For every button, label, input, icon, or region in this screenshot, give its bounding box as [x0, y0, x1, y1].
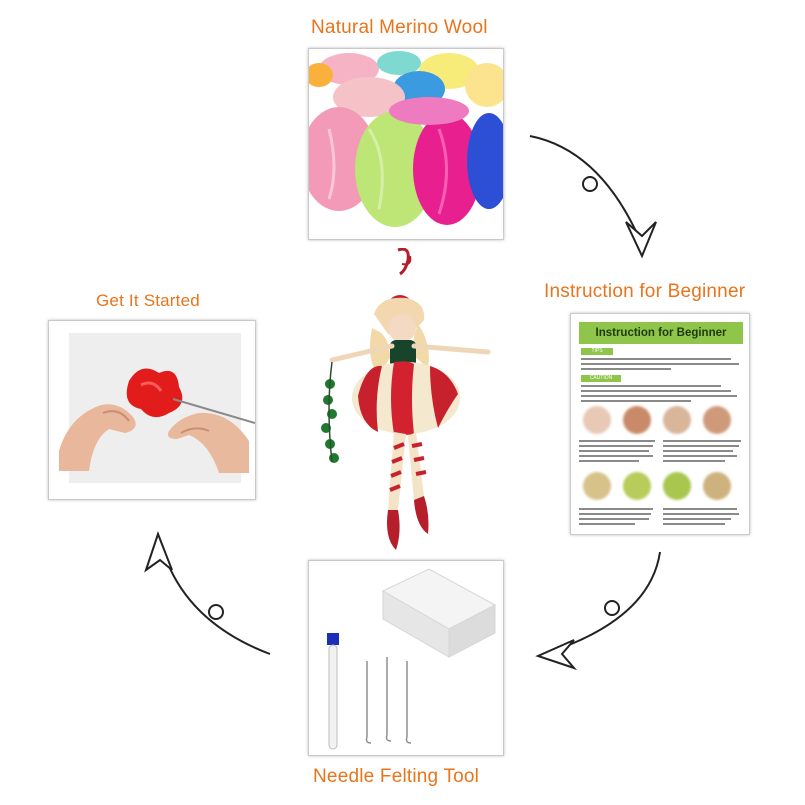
merino-wool-photo: [309, 49, 503, 239]
title-instruction-for-beginner: Instruction for Beginner: [544, 281, 746, 302]
sheet-text-line: [579, 513, 651, 515]
sheet-text-line: [579, 523, 635, 525]
tips-tag: TIPS: [581, 348, 613, 355]
title-natural-merino-wool: Natural Merino Wool: [311, 17, 488, 38]
step-thumbnail: [583, 406, 611, 434]
title-get-it-started: Get It Started: [96, 291, 200, 310]
sheet-text-line: [581, 390, 731, 392]
sheet-header: Instruction for Beginner: [579, 322, 743, 344]
sheet-text-line: [663, 518, 731, 520]
felting-tool-card: [308, 560, 504, 756]
hands-felting-photo: [49, 321, 255, 499]
felt-fairy-doll: [321, 248, 491, 550]
sheet-text-line: [663, 455, 737, 457]
sheet-text-line: [581, 363, 739, 365]
arrow-top-right-icon: [529, 135, 657, 259]
sheet-text-line: [663, 440, 741, 442]
wool-card: [308, 48, 504, 240]
step-thumbnail: [703, 406, 731, 434]
get-started-card: [48, 320, 256, 500]
sheet-text-line: [663, 450, 733, 452]
sheet-text-line: [579, 450, 649, 452]
sheet-text-line: [579, 440, 655, 442]
step-thumbnail: [703, 472, 731, 500]
title-needle-felting-tool: Needle Felting Tool: [313, 766, 480, 787]
sheet-text-line: [581, 400, 691, 402]
sheet-text-line: [581, 368, 671, 370]
sheet-text-line: [579, 455, 653, 457]
arrow-bottom-right-icon: [535, 551, 661, 671]
sheet-text-line: [581, 358, 731, 360]
caution-tag: CAUTION: [581, 375, 621, 382]
sheet-text-line: [663, 523, 725, 525]
step-thumbnail: [583, 472, 611, 500]
felting-tools-photo: [309, 561, 503, 755]
sheet-text-line: [581, 385, 721, 387]
sheet-text-line: [579, 460, 639, 462]
sheet-text-line: [663, 460, 725, 462]
sheet-text-line: [581, 395, 737, 397]
sheet-text-line: [663, 508, 737, 510]
instruction-sheet-card: Instruction for Beginner TIPS CAUTION: [570, 313, 750, 535]
sheet-text-line: [579, 508, 653, 510]
sheet-text-line: [579, 445, 653, 447]
sheet-text-line: [579, 518, 649, 520]
arrow-bottom-left-icon: [144, 531, 271, 655]
step-thumbnail: [663, 406, 691, 434]
sheet-text-line: [663, 445, 739, 447]
sheet-text-line: [663, 513, 739, 515]
step-thumbnail: [623, 472, 651, 500]
step-thumbnail: [663, 472, 691, 500]
step-thumbnail: [623, 406, 651, 434]
